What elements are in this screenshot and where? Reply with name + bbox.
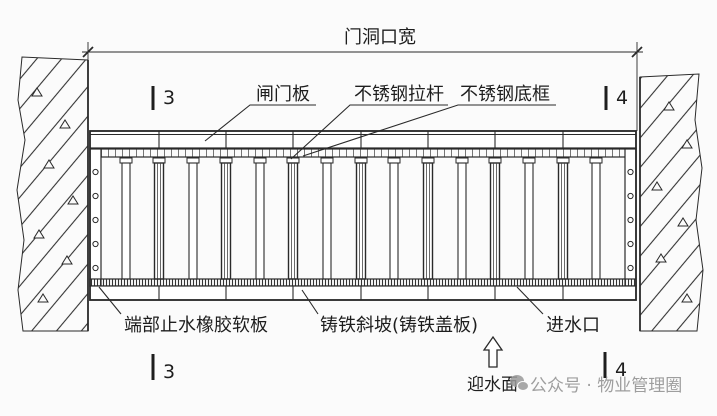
right-wall (639, 73, 704, 332)
gate-panel-top-band (89, 130, 637, 149)
bottom-frame (89, 278, 637, 287)
gate-outline (89, 130, 637, 301)
leader-line (516, 286, 544, 315)
leader-line (302, 104, 556, 157)
cast-iron-ramp-label: 铸铁斜坡(铸铁盖板) (320, 315, 478, 336)
bottom-frame-label: 不锈钢底框 (460, 84, 550, 105)
concrete-aggregate-mark (33, 229, 45, 239)
watermark: 公众号 · 物业管理圈 (510, 375, 682, 396)
anchor-bolt (92, 192, 99, 200)
concrete-aggregate-mark (61, 255, 73, 265)
flood-gate (89, 130, 637, 301)
tie-rod (522, 157, 536, 280)
tie-rod (354, 157, 368, 280)
gate-panel-label: 闸门板 (256, 84, 310, 105)
leader-line (301, 289, 319, 315)
section-mark-bottom-right: 4 (603, 352, 627, 381)
callout-water-inlet: 进水口 (516, 286, 600, 336)
opening-width-dimension: 门洞口宽 (82, 27, 643, 131)
section-number: 3 (163, 87, 175, 109)
up-arrow-icon (482, 335, 504, 368)
section-number: 4 (615, 359, 627, 381)
concrete-aggregate-mark (651, 181, 663, 191)
anchor-bolt (627, 240, 634, 248)
concrete-aggregate-mark (31, 87, 43, 97)
anchor-bolt (627, 264, 634, 272)
callout-tie-rod: 不锈钢拉杆 (290, 84, 448, 160)
anchor-bolt (627, 192, 634, 200)
right-wall-section (639, 73, 704, 332)
tie-rod (455, 157, 469, 280)
section-mark-bottom-left: 3 (151, 354, 175, 383)
anchor-bolt (92, 264, 99, 272)
callout-end-seal: 端部止水橡胶软板 (98, 286, 268, 336)
top-rail (89, 148, 637, 158)
left-wall (16, 56, 89, 332)
dimension-label: 门洞口宽 (344, 27, 416, 48)
concrete-aggregate-mark (681, 293, 693, 303)
section-mark-top-right: 4 (604, 86, 628, 110)
tie-rod (253, 157, 267, 280)
concrete-aggregate-mark (655, 253, 667, 263)
tie-rod-label: 不锈钢拉杆 (354, 84, 444, 105)
section-number: 3 (163, 361, 175, 383)
section-number: 4 (616, 87, 628, 109)
wechat-icon (510, 375, 529, 391)
anchor-bolt (627, 168, 634, 176)
tie-rod (219, 157, 233, 280)
anchor-bolt (92, 216, 99, 224)
tie-rod (589, 157, 603, 280)
tie-rod (119, 157, 133, 280)
cast-iron-ramp-band (89, 285, 637, 301)
upstream-face-label: 迎水面 (467, 375, 518, 395)
watermark-text: 公众号 · 物业管理圈 (530, 376, 682, 396)
left-wall-section (16, 56, 89, 332)
concrete-aggregate-mark (677, 217, 689, 227)
concrete-aggregate-mark (59, 119, 71, 129)
tie-rod (186, 157, 200, 280)
callout-cast-iron-ramp: 铸铁斜坡(铸铁盖板) (301, 289, 478, 336)
leader-line (290, 104, 448, 160)
concrete-aggregate-mark (681, 139, 693, 149)
leader-line (204, 104, 316, 142)
callout-gate-panel: 闸门板 (204, 84, 316, 142)
anchor-bolt (92, 168, 99, 176)
leader-line (98, 286, 122, 315)
anchor-bolt (92, 240, 99, 248)
anchor-bolt (627, 216, 634, 224)
tie-rod (387, 157, 401, 280)
concrete-aggregate-mark (37, 293, 49, 303)
tie-rod (421, 157, 435, 280)
upstream-face-indicator: 迎水面 (467, 335, 518, 395)
concrete-aggregate-mark (67, 195, 79, 205)
concrete-aggregate-mark (43, 159, 55, 169)
tie-rod (320, 157, 334, 280)
concrete-aggregate-mark (663, 101, 675, 111)
tie-rod (286, 157, 300, 280)
callout-bottom-frame: 不锈钢底框 (302, 84, 556, 157)
tie-rod (488, 157, 502, 280)
tie-rod (556, 157, 570, 280)
section-mark-top-left: 3 (151, 86, 175, 110)
end-seal-label: 端部止水橡胶软板 (124, 315, 268, 336)
water-inlet-label: 进水口 (546, 315, 600, 336)
tie-rod (152, 157, 166, 280)
